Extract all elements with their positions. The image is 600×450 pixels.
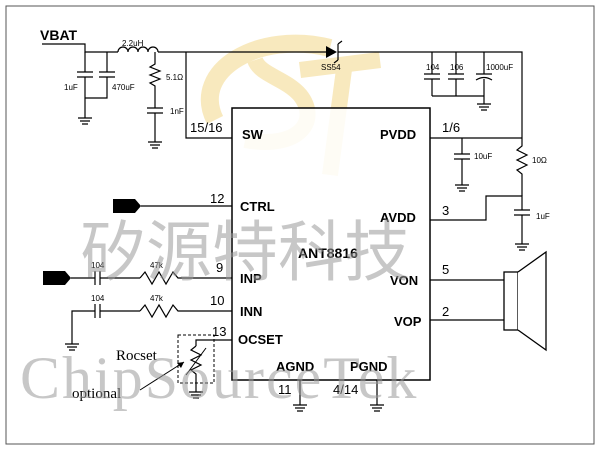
cap-out1-label: 104 [426, 63, 440, 72]
res-avdd-label: 10Ω [532, 156, 547, 165]
res-inp-label: 47k [150, 261, 164, 270]
pin-von-num: 5 [442, 262, 449, 277]
boost-output-wire [338, 51, 523, 138]
pin-pgnd-num: 4/14 [333, 382, 358, 397]
sw-pin-wire [185, 52, 232, 139]
cap-inn-label: 104 [91, 294, 105, 303]
capacitor-icon [77, 52, 93, 118]
rocset-label: Rocset [116, 348, 158, 364]
pin-inp-num: 9 [216, 260, 223, 275]
diode-label: SS54 [321, 63, 341, 72]
pin-von-name: VON [390, 273, 418, 288]
avdd-wire [430, 195, 523, 221]
pin-avdd-num: 3 [442, 203, 449, 218]
capacitor-icon [424, 52, 440, 96]
inductor-label: 2.2uH [122, 39, 144, 48]
cap-avdd-label: 1uF [536, 212, 550, 221]
capacitor-icon [71, 304, 140, 344]
snub-cap-label: 1nF [170, 107, 184, 116]
ground-icon [189, 391, 203, 399]
resistor-icon [515, 138, 529, 196]
input-connector-icon [43, 271, 71, 285]
ground-icon [477, 103, 491, 111]
rocset-pointer [139, 361, 185, 391]
pin-agnd-num: 11 [278, 382, 292, 397]
speaker-icon [503, 250, 547, 352]
variable-arrow [185, 347, 207, 376]
capacitor-icon [448, 52, 464, 96]
pin-pvdd-num: 1/6 [442, 120, 460, 135]
watermark-chinese: 矽源特科技 [80, 214, 410, 291]
ground-icon [370, 404, 384, 412]
pin-ctrl-num: 12 [210, 191, 224, 206]
pin-ocset-num: 13 [212, 324, 226, 339]
pin-inn-name: INN [240, 304, 262, 319]
pin-vop-name: VOP [394, 314, 422, 329]
ground-icon [455, 184, 469, 192]
capacitor-icon [71, 271, 140, 285]
input-connector-icon [113, 199, 141, 213]
watermark-english: ChipSourceTek [20, 345, 418, 411]
capacitor-icon [454, 138, 470, 185]
ground-icon [65, 343, 79, 351]
ground-icon [78, 117, 92, 125]
cap-in-big-label: 470uF [112, 83, 135, 92]
vbat-wire [42, 43, 118, 53]
capacitor-icon [147, 107, 163, 142]
capacitor-icon [85, 52, 115, 99]
rocset-note: optional [72, 386, 121, 402]
vbat-label: VBAT [40, 27, 78, 43]
pin-ctrl-name: CTRL [240, 199, 275, 214]
cap-in-small-label: 1uF [64, 83, 78, 92]
pin-inn-num: 10 [210, 293, 224, 308]
rocset-pointer-head [177, 362, 184, 368]
res-inn-label: 47k [150, 294, 164, 303]
pin-vop-num: 2 [442, 304, 449, 319]
cap-inp-label: 104 [91, 261, 105, 270]
pin-avdd-name: AVDD [380, 210, 416, 225]
resistor-icon [139, 270, 232, 286]
cap-out3-label: 1000uF [486, 63, 513, 72]
capacitor-icon [475, 52, 493, 104]
ground-icon [148, 141, 162, 149]
pin-ocset-name: OCSET [238, 332, 283, 347]
pin-pgnd-name: PGND [350, 359, 388, 374]
cap-pvdd-label: 10uF [474, 152, 492, 161]
ocset-wire [195, 339, 232, 346]
resistor-icon [189, 345, 203, 392]
diagram-frame [5, 5, 595, 445]
cap-out2-label: 106 [450, 63, 464, 72]
pin-sw-name: SW [242, 127, 264, 142]
ground-icon [293, 404, 307, 412]
snub-res-label: 5.1Ω [166, 73, 183, 82]
pin-agnd-name: AGND [276, 359, 314, 374]
ground-icon [515, 243, 529, 251]
ic-title: ANT8816 [298, 245, 358, 261]
pin-pvdd-name: PVDD [380, 127, 416, 142]
pin-inp-name: INP [240, 271, 262, 286]
resistor-icon [148, 52, 162, 108]
capacitor-icon [514, 209, 530, 244]
ic-body [231, 107, 431, 381]
inductor-icon [117, 46, 159, 53]
pin-sw-num: 15/16 [190, 120, 223, 135]
resistor-icon [139, 303, 232, 319]
